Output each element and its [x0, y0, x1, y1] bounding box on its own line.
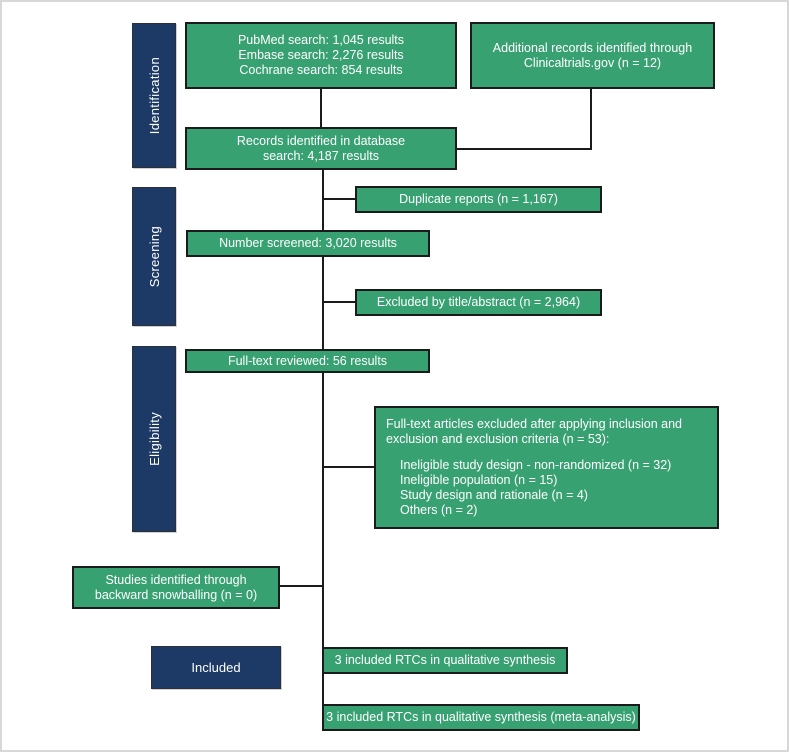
box-excluded-title-abstract-text: Excluded by title/abstract (n = 2,964)	[376, 295, 581, 309]
connector-additional-to-records	[457, 148, 592, 150]
box-snowballing: Studies identified through backward snow…	[72, 566, 280, 609]
box-excluded-title-abstract: Excluded by title/abstract (n = 2,964)	[355, 289, 602, 316]
stage-screening-label: Screening	[146, 225, 162, 288]
stage-eligibility: Eligibility	[132, 346, 176, 532]
stage-included: Included	[151, 646, 281, 689]
box-database-search-line: Embase search: 2,276 results	[238, 48, 404, 62]
connector-main-vertical	[322, 169, 324, 706]
box-additional-records: Additional records identified through Cl…	[470, 22, 715, 89]
connector-snowballing	[280, 585, 323, 587]
box-fulltext-excluded-item: Ineligible study design - non-randomized…	[400, 458, 672, 472]
stage-eligibility-label: Eligibility	[146, 412, 162, 466]
box-snowballing-line: Studies identified through	[105, 572, 247, 587]
box-snowballing-line: backward snowballing (n = 0)	[94, 587, 258, 602]
box-database-search: PubMed search: 1,045 results Embase sear…	[185, 22, 457, 89]
box-database-search-line: PubMed search: 1,045 results	[237, 33, 405, 47]
connector-to-excluded	[324, 301, 355, 303]
connector-to-duplicates	[324, 198, 355, 200]
box-records-identified-line: Records identified in database	[236, 133, 406, 148]
box-qualitative-synthesis-text: 3 included RTCs in qualitative synthesis	[334, 653, 556, 667]
connector-additional-down	[590, 88, 592, 150]
box-duplicate-reports-text: Duplicate reports (n = 1,167)	[399, 192, 558, 206]
connector-to-fulltext-excluded	[324, 466, 374, 468]
box-database-search-line: Cochrane search: 854 results	[239, 63, 403, 77]
box-fulltext-excluded-item: Ineligible population (n = 15)	[400, 473, 558, 487]
box-fulltext-reviewed: Full-text reviewed: 56 results	[185, 349, 430, 373]
box-fulltext-excluded-item: Others (n = 2)	[400, 503, 478, 517]
box-number-screened-text: Number screened: 3,020 results	[219, 236, 397, 250]
box-duplicate-reports: Duplicate reports (n = 1,167)	[355, 186, 602, 213]
box-additional-records-line: Additional records identified through	[492, 40, 693, 55]
box-meta-analysis: 3 included RTCs in qualitative synthesis…	[322, 704, 640, 731]
box-number-screened: Number screened: 3,020 results	[186, 230, 430, 257]
stage-screening: Screening	[132, 187, 176, 326]
box-qualitative-synthesis: 3 included RTCs in qualitative synthesis	[322, 647, 568, 674]
box-records-identified-line: search: 4,187 results	[262, 148, 380, 163]
box-records-identified: Records identified in database search: 4…	[185, 127, 457, 170]
box-fulltext-excluded: Full-text articles excluded after applyi…	[374, 406, 719, 529]
stage-identification: Identification	[132, 23, 176, 168]
box-fulltext-excluded-header: exclusion and exclusion criteria (n = 53…	[386, 432, 610, 446]
box-additional-records-line: Clinicaltrials.gov (n = 12)	[523, 55, 662, 70]
stage-included-label: Included	[191, 660, 241, 675]
box-fulltext-excluded-header: Full-text articles excluded after applyi…	[386, 417, 682, 431]
box-meta-analysis-text: 3 included RTCs in qualitative synthesis…	[326, 710, 636, 724]
stage-identification-label: Identification	[146, 56, 162, 135]
box-fulltext-excluded-item: Study design and rationale (n = 4)	[400, 488, 588, 502]
connector-dbsearch-to-records	[320, 88, 322, 128]
box-fulltext-reviewed-text: Full-text reviewed: 56 results	[227, 353, 388, 368]
